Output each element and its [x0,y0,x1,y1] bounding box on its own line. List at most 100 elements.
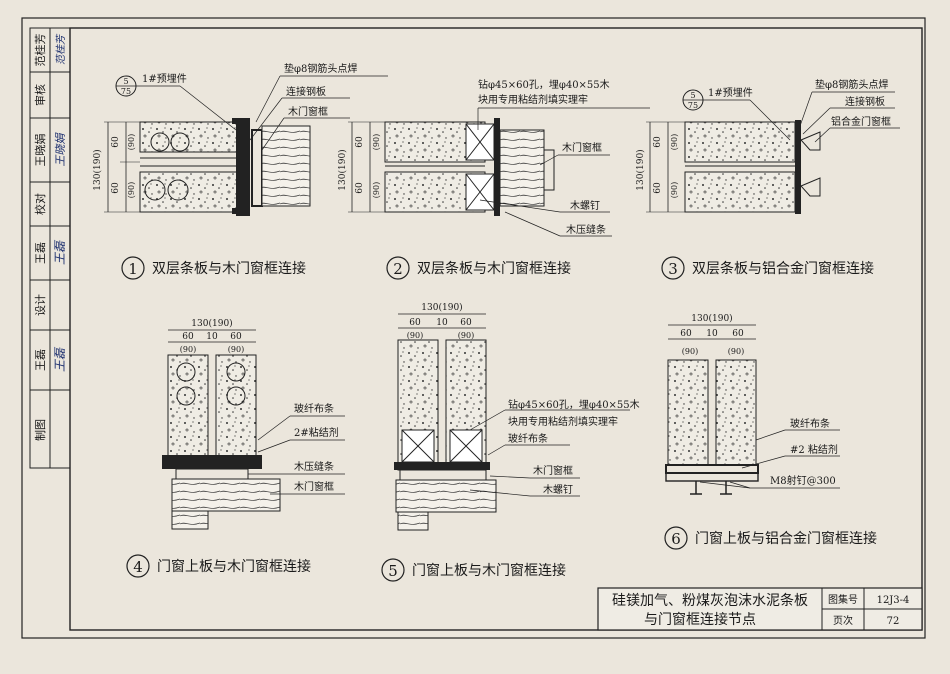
callout-adhesive: 2#粘结剂 [294,426,339,439]
sidebar-role-0: 审核 [33,84,47,106]
sidebar-name-3: 王磊 [34,349,47,371]
detail-5-drawing: 130(190) 60 10 60 (90) (90) 钻φ45×60孔，埋φ4… [394,302,640,531]
dim-60: 60 [409,318,421,328]
sidebar-role-2: 设计 [34,294,47,316]
sidebar-signature-block: 范桂芳 范桂芳 审核 王晓娟 王晓娟 校对 王磊 王磊 设计 王磊 王磊 制图 [29,27,71,469]
detail-3-drawing: 130(190) 60 60 (90) (90) 5 75 1#预埋件 垫φ8钢… [635,78,900,214]
dim-total: 130(190) [421,302,462,313]
ref-top: 5 [690,91,695,100]
dim-90: (90) [682,347,698,356]
dim-total: 130(190) [191,318,232,329]
detail-number: 5 [388,562,398,580]
dim-total: 130(190) [635,149,646,190]
atlas-value: 12J3-4 [877,595,910,606]
title-line-2: 与门窗框连接节点 [644,611,756,628]
dim-gap: 10 [436,318,448,328]
dim-total: 130(190) [337,149,348,190]
dim-total: 130(190) [691,313,732,324]
callout-weld: 垫φ8钢筋头点焊 [815,78,888,91]
detail-title: 双层条板与木门窗框连接 [417,260,571,277]
dim-gap: 10 [206,332,218,342]
callout-fiber: 玻纤布条 [790,417,830,430]
page-value: 72 [887,616,900,627]
callout-drill-1: 钻φ45×60孔，埋φ40×55木 [478,78,610,91]
dim-90: (90) [728,347,744,356]
detail-6-caption: 6 门窗上板与铝合金门窗框连接 [664,526,877,550]
sidebar-signature-3: 王磊 [53,346,67,372]
dim-90: (90) [372,182,381,198]
title-block: 硅镁加气、粉煤灰泡沫水泥条板 与门窗框连接节点 图集号 12J3-4 页次 72 [597,587,923,631]
callout-wood-frame: 木门窗框 [294,480,334,493]
detail-1-caption: 1 双层条板与木门窗框连接 [121,256,306,280]
dim-90: (90) [180,345,196,354]
dim-90: (90) [670,182,679,198]
callout-steel-plate: 连接钢板 [845,95,885,108]
dim-60: 60 [460,318,472,328]
atlas-label: 图集号 [828,593,858,606]
detail-4-caption: 4 门窗上板与木门窗框连接 [126,554,311,578]
ref-bottom: 75 [688,101,698,110]
callout-wood-frame: 木门窗框 [562,141,602,154]
detail-title: 门窗上板与木门窗框连接 [412,562,566,579]
callout-drill-2: 块用专用粘结剂填实理牢 [508,415,618,428]
detail-number: 2 [393,260,403,278]
page-label: 页次 [833,614,853,627]
callout-embedded: 1#预埋件 [708,87,753,99]
dim-90: (90) [127,182,136,198]
callout-nail: M8射钉@300 [770,475,836,487]
detail-title: 双层条板与木门窗框连接 [152,260,306,277]
detail-title: 门窗上板与铝合金门窗框连接 [695,530,877,547]
callout-wood-frame: 木门窗框 [288,105,328,118]
callout-wood-frame: 木门窗框 [533,464,573,477]
detail-2-caption: 2 双层条板与木门窗框连接 [386,256,571,280]
dim-90: (90) [670,134,679,150]
dim-gap: 10 [706,329,718,339]
callout-fiber: 玻纤布条 [508,432,548,445]
callout-wood-strip: 木压缝条 [566,223,606,236]
dim-90: (90) [127,134,136,150]
callout-embedded: 1#预埋件 [142,73,187,85]
callout-adhesive: #2 粘结剂 [790,443,838,456]
dim-60: 60 [355,136,365,148]
dim-60: 60 [653,136,663,148]
callout-steel-plate: 连接钢板 [286,85,326,98]
sidebar-signature-2: 王磊 [53,239,67,265]
dim-total: 130(190) [92,149,103,190]
callout-alu-frame: 铝合金门窗框 [831,115,891,128]
ref-top: 5 [123,77,128,86]
outer-border [21,17,926,639]
dim-90: (90) [372,134,381,150]
sidebar-name-0: 范桂芳 [33,34,47,67]
detail-number: 3 [668,260,678,278]
detail-6-drawing: 130(190) 60 10 60 (90) (90) 玻纤布条 #2 粘结剂 … [665,313,840,495]
callout-fiber: 玻纤布条 [294,402,334,415]
title-line-1: 硅镁加气、粉煤灰泡沫水泥条板 [612,592,808,609]
dim-60: 60 [111,136,121,148]
detail-5-caption: 5 门窗上板与木门窗框连接 [381,558,566,582]
dim-60: 60 [230,332,242,342]
callout-wood-screw: 木螺钉 [570,200,600,212]
callout-wood-strip: 木压缝条 [294,460,334,473]
sidebar-signature-0: 范桂芳 [55,33,67,65]
dim-60: 60 [182,332,194,342]
sidebar-role-1: 校对 [33,193,47,215]
detail-title: 门窗上板与木门窗框连接 [157,558,311,575]
callout-drill-2: 块用专用粘结剂填实理牢 [478,93,588,106]
dim-90: (90) [228,345,244,354]
callout-weld: 垫φ8钢筋头点焊 [284,62,357,75]
dim-60: 60 [732,329,744,339]
sidebar-signature-1: 王晓娟 [54,132,67,167]
sidebar-name-2: 王磊 [34,242,47,264]
sidebar-name-1: 王晓娟 [33,134,47,167]
detail-title: 双层条板与铝合金门窗框连接 [692,260,874,277]
detail-3-caption: 3 双层条板与铝合金门窗框连接 [661,256,874,280]
callout-drill-1: 钻φ45×60孔，埋φ40×55木 [508,398,640,411]
ref-bottom: 75 [121,87,131,96]
sidebar-role-3: 制图 [34,419,47,441]
callout-wood-screw: 木螺钉 [543,484,573,496]
detail-2-drawing: 130(190) 60 60 (90) (90) 钻φ45×60孔，埋φ40×5… [337,78,650,237]
dim-90: (90) [407,331,423,340]
detail-1-drawing: 130(190) 60 60 (90) (90) 5 75 1#预埋件 垫φ8钢… [92,62,388,216]
detail-number: 4 [133,558,143,576]
